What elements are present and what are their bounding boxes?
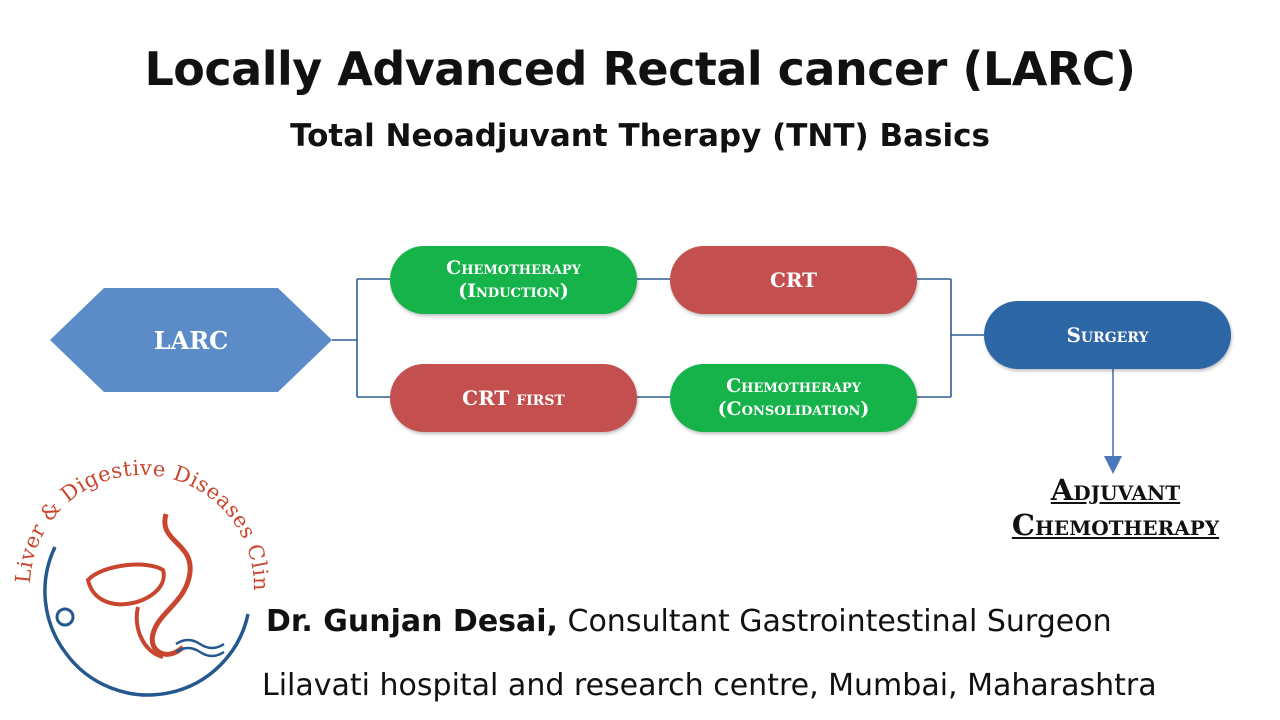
logo-wave-icon — [175, 638, 225, 650]
page-title: Locally Advanced Rectal cancer (LARC) — [144, 42, 1136, 96]
larc-node-label: LARC — [153, 325, 229, 355]
page-subtitle: Total Neoadjuvant Therapy (TNT) Basics — [290, 118, 990, 154]
clinic-logo: Liver & Digestive Diseases Clinic — [8, 452, 273, 697]
crt-first-node: CRT first — [390, 364, 637, 432]
larc-hexagon — [50, 288, 332, 392]
consolidation-chemo-node: Chemotherapy (Consolidation) — [670, 364, 917, 432]
crt-first-node-label: CRT first — [462, 386, 565, 410]
doctor-name: Dr. Gunjan Desai, — [266, 604, 558, 639]
logo-stethoscope-bell — [55, 607, 75, 627]
doctor-role: Consultant Gastrointestinal Surgeon — [557, 604, 1112, 639]
crt-node: CRT — [670, 246, 917, 314]
logo-liver-icon — [85, 562, 166, 607]
logo-stomach-icon — [149, 513, 193, 657]
consolidation-chemo-line2: (Consolidation) — [717, 398, 870, 420]
hospital-line: Lilavati hospital and research centre, M… — [262, 668, 1157, 703]
surgery-node: Surgery — [984, 301, 1231, 369]
logo-wave-icon-2 — [175, 646, 225, 658]
logo-intestine-icon — [134, 606, 164, 659]
adjuvant-line2: Chemotherapy — [1011, 508, 1220, 543]
surgery-node-label: Surgery — [1066, 323, 1149, 347]
induction-chemo-line1: Chemotherapy — [446, 257, 581, 280]
induction-chemo-line2: (Induction) — [458, 280, 569, 302]
arrow-head-icon — [1104, 456, 1122, 474]
doctor-credit: Dr. Gunjan Desai, Consultant Gastrointes… — [266, 604, 1112, 639]
adjuvant-chemo-label: Adjuvant Chemotherapy — [978, 473, 1253, 544]
adjuvant-line1: Adjuvant — [1050, 473, 1181, 507]
logo-stethoscope-ring — [43, 546, 250, 697]
induction-chemo-node: Chemotherapy (Induction) — [390, 246, 637, 314]
consolidation-chemo-line1: Chemotherapy — [726, 375, 861, 398]
crt-node-label: CRT — [769, 268, 818, 292]
